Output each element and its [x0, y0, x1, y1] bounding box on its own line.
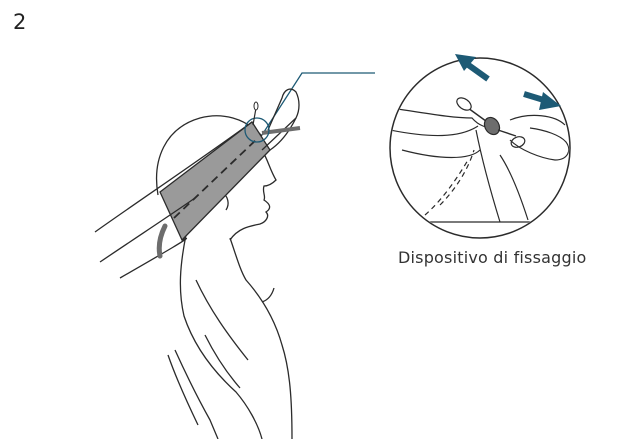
person-body — [168, 235, 292, 439]
fastening-device-label: Dispositivo di fissaggio — [398, 248, 586, 267]
cape — [95, 89, 300, 278]
detail-view — [390, 58, 570, 238]
